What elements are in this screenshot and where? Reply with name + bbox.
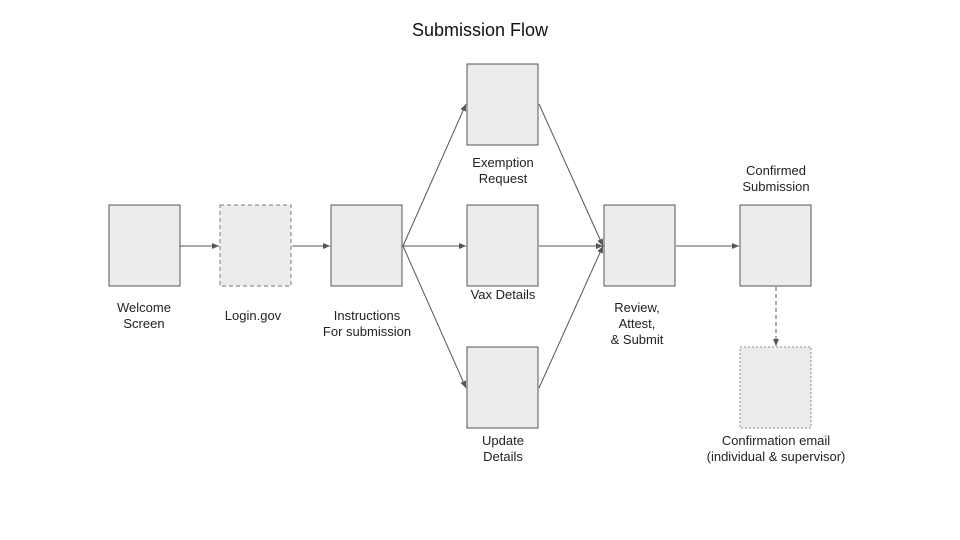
node-vax-details <box>466 204 539 287</box>
node-confirmed-submission <box>739 204 812 287</box>
node-review-attest-submit <box>603 204 676 287</box>
node-confirmation-email <box>739 346 812 429</box>
label-login-gov: Login.gov <box>224 308 282 323</box>
node-exemption-request <box>466 63 539 146</box>
label-review-attest-submit: Review,Attest,& Submit <box>610 300 664 347</box>
edge-instructions-update <box>402 245 467 389</box>
edge-instructions-exemption <box>402 103 467 247</box>
label-vax-details: Vax Details <box>470 287 536 302</box>
edge-exemption-review <box>538 103 604 247</box>
node-instructions <box>330 204 403 287</box>
node-login-gov <box>219 204 292 287</box>
diagram-title: Submission Flow <box>411 20 549 40</box>
label-confirmation-email: Confirmation email(individual & supervis… <box>706 433 846 464</box>
node-welcome-screen <box>108 204 181 287</box>
node-update-details <box>466 346 539 429</box>
edge-update-review <box>538 245 604 389</box>
